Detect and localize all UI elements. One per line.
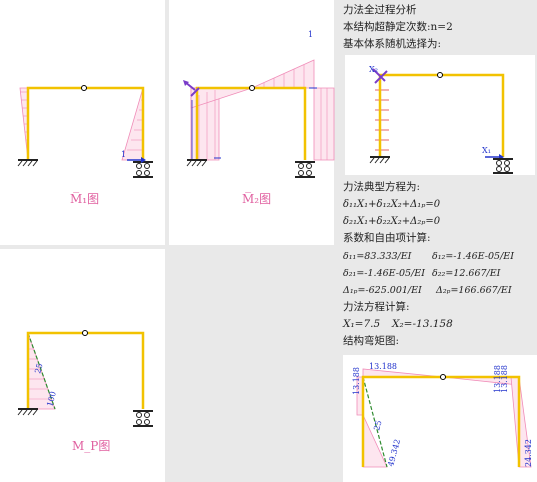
m2-right-moment-area — [313, 87, 335, 161]
mp-value-25: 25 — [33, 362, 44, 374]
moment-title: 结构弯矩图: — [343, 335, 400, 347]
x2-value: X₂=-13.158 — [392, 318, 453, 330]
m1-fixed-support — [17, 159, 38, 167]
delta-22: δ₂₂=12.667/EI — [432, 268, 501, 279]
final-moment-right-b: 13.188 — [500, 365, 509, 393]
basic-red-ticks — [375, 89, 389, 151]
final-moment-mid: 25 — [372, 419, 383, 431]
m2-caption: M̅₂图 — [242, 191, 271, 206]
final-moment-left-bottom: 49.342 — [386, 438, 402, 467]
analysis-basic-system: 基本体系随机选择为: — [343, 38, 442, 50]
analysis-title: 力法全过程分析 — [343, 4, 417, 16]
delta-11: δ₁₁=83.333/EI — [343, 251, 412, 262]
mp-hinge — [82, 330, 88, 336]
mp-fixed-support — [17, 408, 38, 416]
basic-hinge — [437, 72, 443, 78]
m2-peak-label: 1 — [308, 30, 313, 39]
final-green-line — [362, 376, 388, 468]
Delta-1p: Δ₁ₚ=-625.001/EI — [343, 285, 422, 296]
m2-fixed-support — [186, 159, 207, 167]
basic-x2-label: X₂ — [369, 65, 378, 74]
delta-21: δ₂₁=-1.46E-05/EI — [343, 268, 425, 279]
final-moment-right-bottom: 24.342 — [524, 439, 533, 467]
m1-arrow-head-icon — [141, 157, 146, 163]
basic-pin-support — [493, 158, 513, 174]
delta-12: δ₁₂=-1.46E-05/EI — [432, 251, 514, 262]
m2-beam-left-area — [190, 87, 253, 109]
m1-caption: M̅₁图 — [70, 191, 99, 206]
equation-2: δ₂₁X₁+δ₂₂X₂+Δ₂ₚ=0 — [343, 216, 441, 227]
m2-hinge — [249, 85, 255, 91]
mp-green-line — [27, 332, 56, 410]
m1-diagram-svg: 1 M̅₁图 — [17, 85, 153, 206]
basic-x1-label: X₁ — [482, 146, 491, 155]
m1-load-label: 1 — [121, 150, 126, 159]
equation-1: δ₁₁X₁+δ₁₂X₂+Δ₁ₚ=0 — [343, 199, 441, 210]
analysis-degree: 本结构超静定次数:n=2 — [343, 21, 453, 33]
basic-system-diagram: X₂ X₁ — [345, 55, 535, 175]
final-hinge — [440, 374, 446, 380]
coefficient-title: 系数和自由项计算: — [343, 232, 431, 244]
m1-hinge — [81, 85, 87, 91]
mp-caption: M_P图 — [72, 439, 110, 453]
basic-moment-x2-icon — [372, 68, 388, 84]
mp-diagram-svg: 25 100 M_P图 — [17, 330, 153, 453]
mp-pin-support — [133, 410, 153, 427]
mp-value-100: 100 — [45, 390, 58, 407]
panel-m1-diagram: 1 M̅₁图 — [0, 0, 165, 245]
m2-beam-moment-area — [251, 59, 315, 89]
m2-diagram-svg: 1 M̅₂图 — [183, 30, 335, 206]
Delta-2p: Δ₂ₚ=166.667/EI — [436, 285, 512, 296]
basic-fixed-support — [369, 156, 390, 164]
basic-system-svg: X₂ X₁ — [369, 65, 513, 174]
m2-moment-head-icon — [183, 80, 189, 86]
panel-m2-diagram: 1 M̅₂图 — [169, 0, 335, 245]
m2-hatch-lines — [198, 65, 328, 160]
m1-hatch-lines — [20, 91, 143, 151]
mp-hatch-lines — [28, 348, 51, 400]
m1-pin-support — [133, 161, 153, 178]
final-moment-svg: 13.188 13.188 13.188 13.188 25 49.342 24… — [352, 362, 533, 468]
solve-title: 力法方程计算: — [343, 301, 410, 313]
x1-value: X₁=7.5 — [343, 318, 381, 330]
final-moment-right-a: 13.188 — [493, 365, 502, 393]
panel-mp-diagram: 25 100 M_P图 — [0, 249, 165, 482]
m2-pin-support — [295, 161, 315, 178]
final-moment-left-top: 13.188 — [352, 367, 361, 395]
final-moment-beam-left: 13.188 — [369, 362, 397, 371]
typical-eq-title: 力法典型方程为: — [343, 181, 421, 193]
basic-frame — [378, 73, 505, 157]
final-moment-diagram: 13.188 13.188 13.188 13.188 25 49.342 24… — [343, 355, 537, 482]
